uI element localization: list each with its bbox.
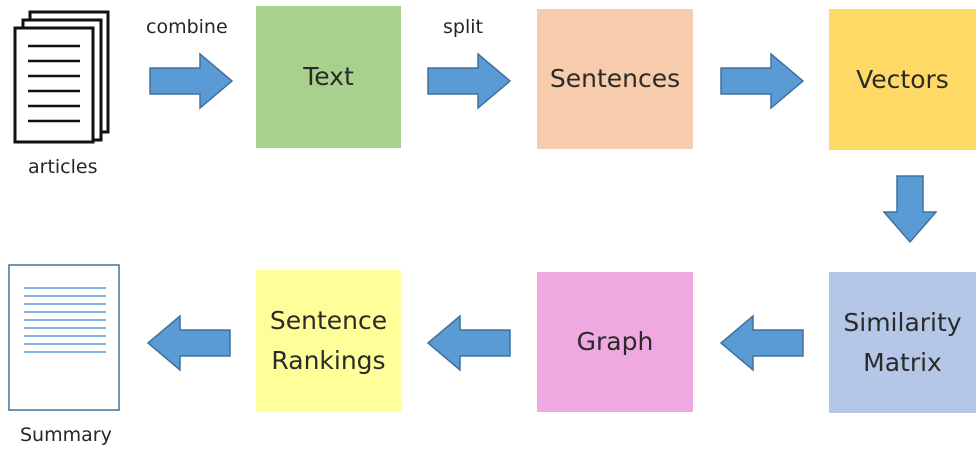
node-text: Text [256, 6, 401, 148]
node-sentences-label: Sentences [549, 64, 681, 93]
combine-label: combine [146, 16, 228, 38]
node-similarity-matrix-label-line1: Similarity [843, 307, 962, 337]
node-graph-label: Graph [576, 327, 654, 356]
split-label: split [443, 16, 483, 38]
articles-label: articles [28, 156, 98, 178]
summary-label: Summary [20, 424, 112, 446]
arrow-down-icon [882, 174, 938, 244]
arrow-left-icon [146, 314, 232, 372]
node-sentence-rankings-label-line1: Sentence [269, 306, 388, 335]
node-vectors-label: Vectors [856, 64, 949, 94]
node-sentence-rankings: Sentence Rankings [256, 270, 401, 412]
node-sentences: Sentences [537, 9, 693, 149]
node-vectors: Vectors [829, 9, 976, 150]
arrow-right-icon [426, 52, 512, 110]
node-similarity-matrix: Similarity Matrix [829, 272, 976, 413]
node-similarity-matrix-label-line2: Matrix [863, 347, 942, 377]
arrow-right-icon [719, 52, 805, 110]
arrow-right-icon [148, 52, 234, 110]
summary-document-icon [8, 264, 122, 412]
arrow-left-icon [719, 314, 805, 372]
node-graph: Graph [537, 272, 693, 412]
node-text-label: Text [303, 62, 354, 91]
arrow-left-icon [426, 314, 512, 372]
documents-stack-icon [10, 6, 120, 146]
node-sentence-rankings-label-line2: Rankings [271, 346, 386, 375]
